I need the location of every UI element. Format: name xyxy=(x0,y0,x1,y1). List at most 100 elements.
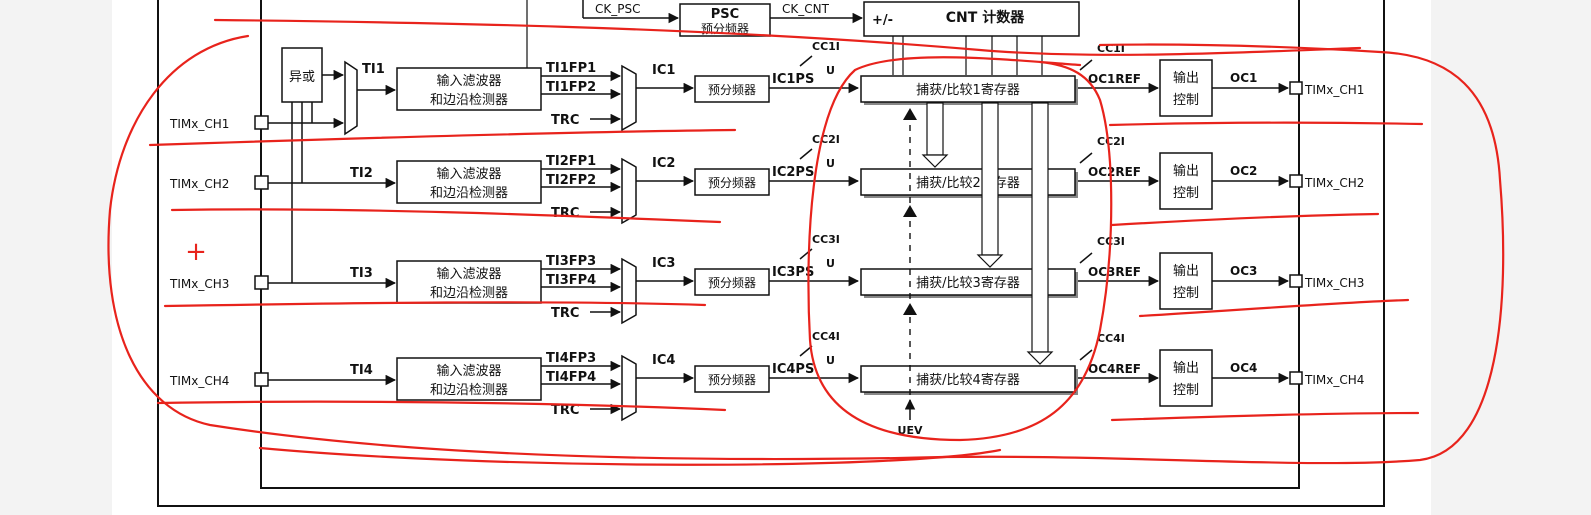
filter-label-1: 输入滤波器 xyxy=(436,266,501,282)
output-pin-label: TIMx_CH2 xyxy=(1304,176,1364,190)
filter-label-1: 输入滤波器 xyxy=(436,73,501,89)
icps-label: IC1PS xyxy=(772,72,814,87)
oc-label: OC1 xyxy=(1230,71,1257,85)
output-label-2: 控制 xyxy=(1173,93,1199,108)
input-pin xyxy=(254,115,269,130)
capture-flag-tick xyxy=(799,248,813,260)
output-label-1: 输出 xyxy=(1173,263,1199,279)
input-pin xyxy=(254,275,269,290)
ccr-box xyxy=(860,75,1076,103)
annotation-stroke xyxy=(1110,212,1380,227)
filter-label-2: 和边沿检测器 xyxy=(430,186,508,201)
annotation-stroke xyxy=(213,18,1362,56)
register-column: UEV xyxy=(898,102,1054,437)
trc-label: TRC xyxy=(551,403,579,418)
compare-flag-tick xyxy=(1079,252,1093,264)
preload-bus xyxy=(1031,102,1049,353)
output-label-1: 输出 xyxy=(1173,163,1199,179)
input-mux xyxy=(621,257,637,325)
preload-bus xyxy=(926,102,944,156)
cnt-label: CNT 计数器 xyxy=(946,9,1025,26)
prescaler-box xyxy=(694,75,770,103)
compare-flag-tick xyxy=(1079,152,1093,164)
fp-b-label: TI3FP4 xyxy=(546,273,596,288)
ti-label: TI4 xyxy=(350,363,373,378)
update-label: U xyxy=(826,157,835,170)
fp-a-label: TI1FP1 xyxy=(546,61,596,76)
annotation-stroke xyxy=(1108,121,1424,127)
input-filter-box xyxy=(396,67,542,111)
output-pin-label: TIMx_CH4 xyxy=(1304,373,1364,387)
ic-label: IC3 xyxy=(652,256,675,271)
output-pin-label: TIMx_CH1 xyxy=(1304,83,1364,97)
prescaler-label: 预分频器 xyxy=(708,176,756,190)
compare-flag-tick xyxy=(1079,59,1093,71)
prescaler-label: 预分频器 xyxy=(708,83,756,97)
annotation-stroke xyxy=(148,128,737,147)
capture-flag-label: CC2I xyxy=(812,133,840,146)
prescaler-label: 预分频器 xyxy=(708,276,756,290)
capture-flag-tick xyxy=(799,148,813,160)
input-mux xyxy=(621,354,637,422)
filter-label-2: 和边沿检测器 xyxy=(430,93,508,108)
fp-a-label: TI2FP1 xyxy=(546,154,596,169)
prescaler-box xyxy=(694,168,770,196)
ccr-label: 捕获/比较4寄存器 xyxy=(916,372,1020,388)
output-pin-label: TIMx_CH3 xyxy=(1304,276,1364,290)
output-label-2: 控制 xyxy=(1173,286,1199,301)
preload-bus xyxy=(981,102,999,256)
input-pin xyxy=(254,175,269,190)
red-annotations: + xyxy=(107,18,1505,466)
annotation-stroke xyxy=(258,446,1002,466)
icps-label: IC4PS xyxy=(772,362,814,377)
xor-label: 异或 xyxy=(289,70,315,85)
top-counter-section: CK_PSC PSC 预分频器 CK_CNT +/- CNT 计数器 xyxy=(582,0,1080,75)
output-pin xyxy=(1289,174,1303,188)
trc-label: TRC xyxy=(551,206,579,221)
compare-flag-label: CC4I xyxy=(1097,332,1125,345)
trc-label: TRC xyxy=(551,113,579,128)
output-label-1: 输出 xyxy=(1173,70,1199,86)
input-pin-label: TIMx_CH3 xyxy=(169,277,229,291)
annotation-stroke xyxy=(1138,298,1410,318)
capture-flag-label: CC4I xyxy=(812,330,840,343)
ic-label: IC4 xyxy=(652,353,675,368)
ti1-mux xyxy=(344,60,358,136)
ccr-label: 捕获/比较3寄存器 xyxy=(916,275,1020,291)
compare-flag-label: CC2I xyxy=(1097,135,1125,148)
psc-label: PSC xyxy=(711,7,739,22)
output-label-1: 输出 xyxy=(1173,360,1199,376)
xor-section: 异或 xyxy=(281,0,528,283)
right-margin xyxy=(1431,0,1591,515)
filter-label-2: 和边沿检测器 xyxy=(430,286,508,301)
cursor-plus-icon: + xyxy=(185,237,207,267)
channel-1: TIMx_CH1TI1输入滤波器和边沿检测器TI1FP1TI1FP2TRCIC1… xyxy=(169,40,1364,132)
filter-label-1: 输入滤波器 xyxy=(436,166,501,182)
fp-a-label: TI4FP3 xyxy=(546,351,596,366)
annotation-stroke xyxy=(1110,411,1420,422)
output-control-box xyxy=(1159,152,1213,210)
prescaler-box xyxy=(694,268,770,296)
input-filter-box xyxy=(396,260,542,304)
capture-flag-tick xyxy=(799,55,813,67)
input-pin-label: TIMx_CH2 xyxy=(169,177,229,191)
update-label: U xyxy=(826,354,835,367)
fp-b-label: TI4FP4 xyxy=(546,370,596,385)
output-pin xyxy=(1289,274,1303,288)
annotation-stroke xyxy=(156,400,727,412)
oc-label: OC4 xyxy=(1230,361,1257,375)
ocref-label: OC3REF xyxy=(1088,265,1141,279)
psc-box xyxy=(679,3,771,37)
input-mux xyxy=(621,157,637,225)
compare-flag-tick xyxy=(1079,349,1093,361)
capture-flag-label: CC3I xyxy=(812,233,840,246)
ic-label: IC2 xyxy=(652,156,675,171)
ccr-box xyxy=(860,365,1076,393)
fp-a-label: TI3FP3 xyxy=(546,254,596,269)
ocref-label: OC2REF xyxy=(1088,165,1141,179)
output-label-2: 控制 xyxy=(1173,383,1199,398)
input-pin-label: TIMx_CH4 xyxy=(169,374,229,388)
update-label: U xyxy=(826,64,835,77)
